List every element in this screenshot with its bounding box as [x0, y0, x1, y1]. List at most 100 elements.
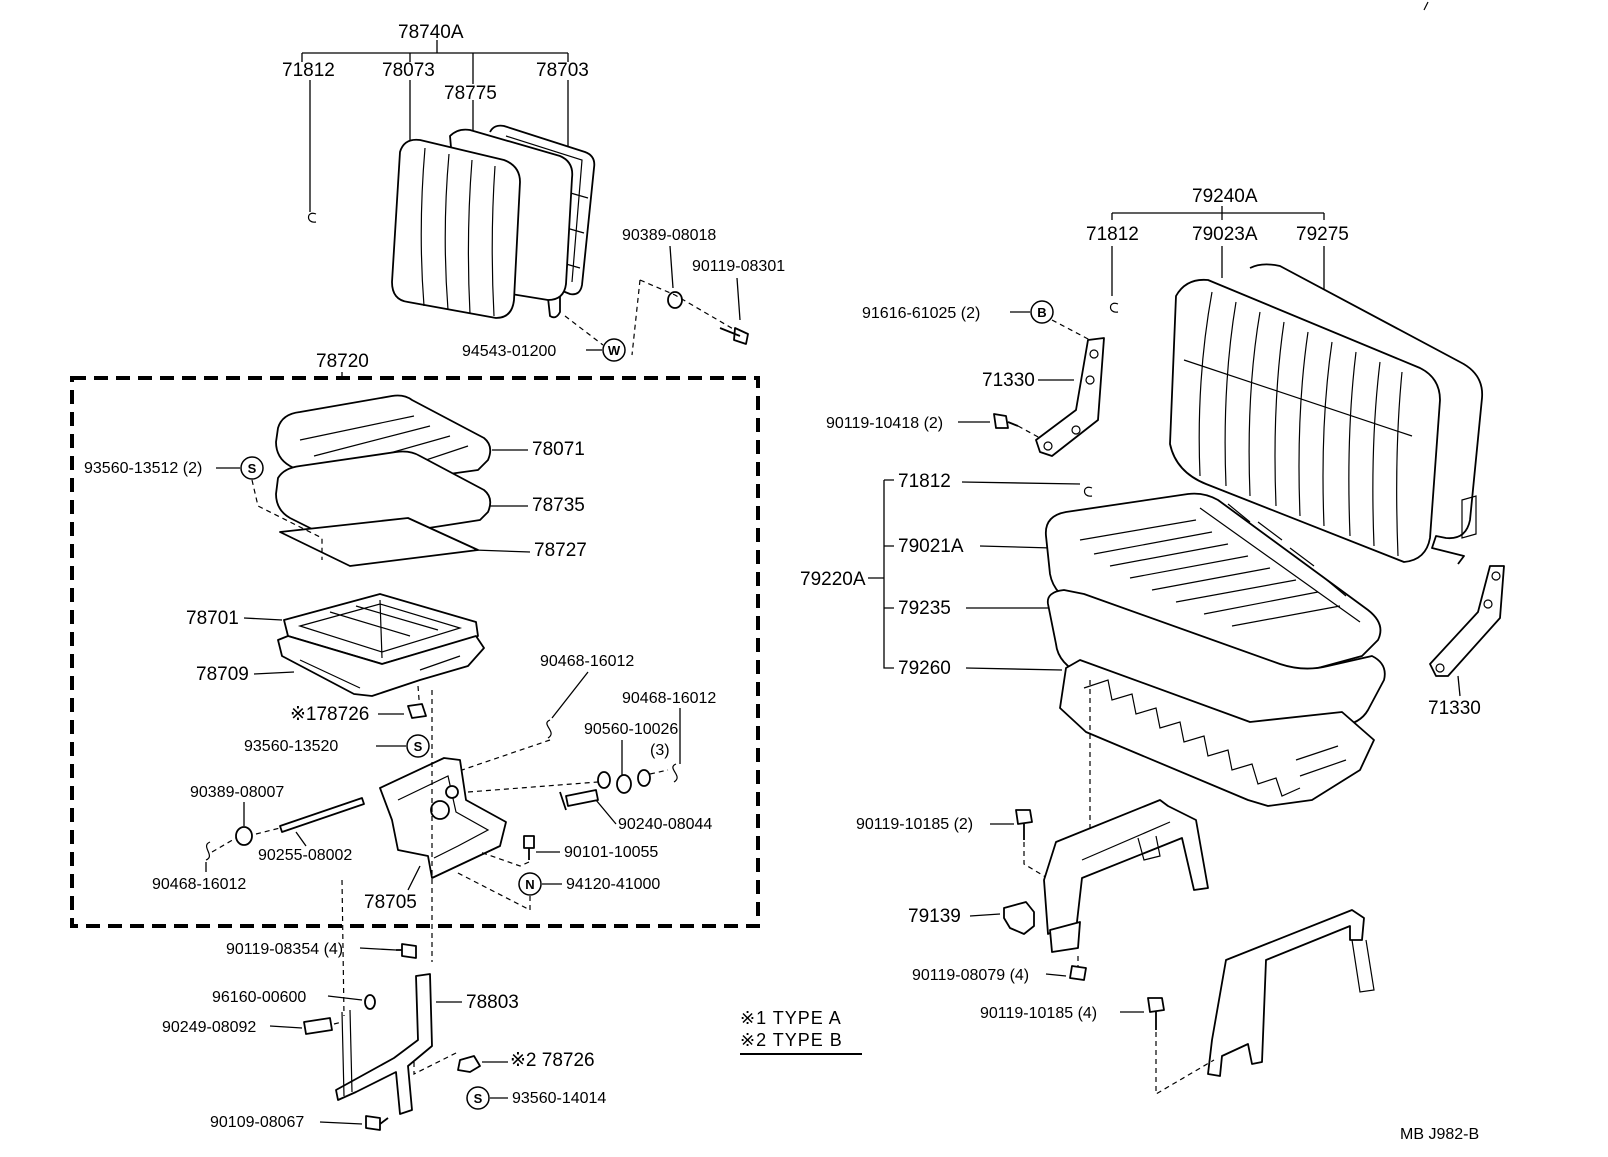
label-79260: 79260: [898, 658, 951, 679]
label-90255-08002: 90255-08002: [258, 847, 352, 864]
label-78071: 78071: [532, 439, 585, 460]
label-90249-08092: 90249-08092: [162, 1019, 256, 1036]
nut-icon-2: [235, 826, 253, 846]
bolt-icon-3: [396, 943, 417, 959]
label-90101-10055: 90101-10055: [564, 844, 658, 861]
label-78775: 78775: [444, 83, 497, 104]
hinge-bracket-left: [1035, 337, 1105, 457]
label-78727: 78727: [534, 540, 587, 561]
hook-bracket-icon: [1003, 901, 1035, 935]
label-71812-rear: 71812: [1086, 224, 1139, 245]
washer-icon-3: [637, 769, 651, 787]
bolt-icon-5: [365, 1115, 389, 1131]
label-79235: 79235: [898, 598, 951, 619]
label-93560-13512: 93560-13512 (2): [84, 460, 202, 477]
label-278726: ※2 78726: [510, 1050, 595, 1071]
legend-type-a: ※1 TYPE A: [740, 1008, 842, 1028]
seat-cushion-pad: [275, 450, 492, 541]
bolt-icon: [719, 327, 749, 345]
type-legend: ※1 TYPE A ※2 TYPE B: [740, 1008, 862, 1055]
label-78709: 78709: [196, 664, 249, 685]
label-90389-08018: 90389-08018: [622, 227, 716, 244]
screw-icon: [523, 835, 535, 860]
label-94543-01200: 94543-01200: [462, 343, 556, 360]
label-90468-16012-top: 90468-16012: [540, 653, 634, 670]
label-90560-qty: (3): [650, 742, 670, 759]
washer-icon-1: [597, 771, 611, 789]
label-178726: ※178726: [290, 704, 369, 725]
label-78073: 78073: [382, 60, 435, 81]
seat-leg: [335, 973, 433, 1115]
hog-ring-icon: [307, 212, 317, 223]
bolt-icon-2: [559, 789, 599, 811]
rear-seat-cushion-frame: [1059, 659, 1375, 807]
circle-code-b: [1030, 300, 1054, 324]
washer-icon-2: [616, 774, 632, 794]
bolt-icon-9: [1147, 997, 1165, 1030]
label-79275: 79275: [1296, 224, 1349, 245]
rear-seatback: [1169, 263, 1483, 565]
clip-icon-3: [205, 841, 211, 861]
bolt-icon-6: [993, 413, 1019, 429]
label-79220A: 79220A: [800, 569, 866, 590]
circle-code-s2-text: S: [414, 739, 423, 754]
label-90119-08354: 90119-08354 (4): [226, 941, 343, 958]
circle-code-n: [518, 872, 542, 896]
label-78703: 78703: [536, 60, 589, 81]
bolt-icon-4: [303, 1017, 333, 1035]
label-90468-16012-left: 90468-16012: [152, 876, 246, 893]
circle-code-s2: [406, 734, 430, 758]
label-78701: 78701: [186, 608, 239, 629]
bolt-icon-7: [1015, 809, 1033, 840]
front-seatback-group: 78740A 71812 78073 78775 78703: [282, 22, 596, 319]
nut-icon: [667, 291, 683, 309]
label-78740A: 78740A: [398, 22, 464, 43]
label-94120-41000: 94120-41000: [566, 876, 660, 893]
label-79139: 79139: [908, 906, 961, 927]
label-78705: 78705: [364, 892, 417, 913]
circle-code-s3: [466, 1086, 490, 1110]
bracket-icon: [407, 703, 427, 719]
label-79021A: 79021A: [898, 536, 964, 557]
hog-ring-icon-3: [1083, 486, 1093, 497]
label-79023A: 79023A: [1192, 224, 1258, 245]
label-78803: 78803: [466, 992, 519, 1013]
label-71330-left: 71330: [982, 370, 1035, 391]
label-90119-08079: 90119-08079 (4): [912, 967, 1029, 984]
label-90119-10185-bottom: 90119-10185 (4): [980, 1005, 1097, 1022]
upper-fasteners: 90389-08018 90119-08301 94543-01200 W: [462, 227, 785, 362]
rear-seat-legs-group: 90119-10185 (2) 79139 90119-08079 (4) 90…: [856, 799, 1375, 1096]
circle-code-s1: [240, 456, 264, 480]
seat-adjuster-mechanism: [379, 757, 507, 879]
bracket-icon-2: [457, 1055, 481, 1073]
label-93560-13520: 93560-13520: [244, 738, 338, 755]
label-90119-08301: 90119-08301: [692, 258, 785, 275]
label-71812: 71812: [282, 60, 335, 81]
label-90119-10185-top: 90119-10185 (2): [856, 816, 973, 833]
clip-icon: [546, 719, 552, 739]
legend-type-b: ※2 TYPE B: [740, 1030, 843, 1050]
circle-code-w-text: W: [608, 343, 621, 358]
seat-assembly-boundary: [70, 376, 760, 928]
corner-tick: [1423, 1, 1429, 11]
label-71330-right: 71330: [1428, 698, 1481, 719]
label-96160-00600: 96160-00600: [212, 989, 306, 1006]
label-78720: 78720: [316, 351, 369, 372]
circle-code-w: [602, 338, 626, 362]
label-90240-08044: 90240-08044: [618, 816, 712, 833]
shaft-rod: [279, 797, 365, 833]
circle-code-n-text: N: [525, 877, 534, 892]
label-90468-16012-right: 90468-16012: [622, 690, 716, 707]
label-91616-61025: 91616-61025 (2): [862, 305, 980, 322]
label-90560-10026: 90560-10026: [584, 721, 678, 738]
seat-base: [277, 635, 485, 697]
rear-seat-bracket: [1207, 909, 1375, 1077]
clip-icon-2: [672, 763, 678, 783]
hinge-bracket-right: 71330: [1428, 565, 1505, 719]
seatback-cover: [391, 138, 521, 319]
circle-code-s3-text: S: [474, 1091, 483, 1106]
rear-seatback-group: 79240A 71812 79023A 79275 91616-61025 (2…: [826, 186, 1483, 565]
label-78735: 78735: [532, 495, 585, 516]
